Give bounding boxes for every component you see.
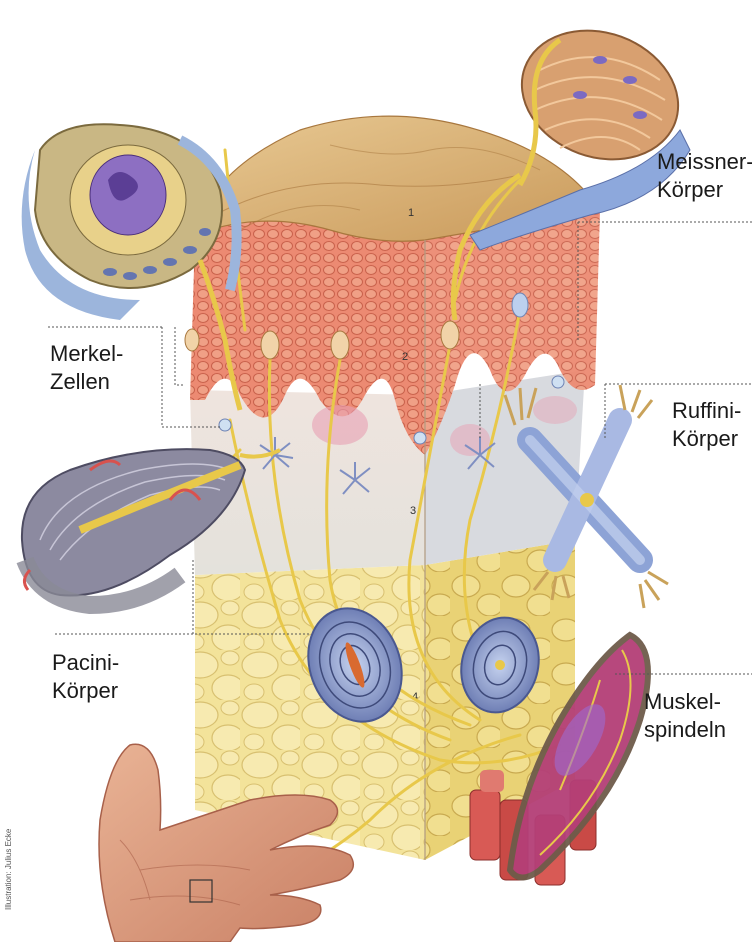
layer-number-2: 2	[402, 351, 408, 363]
label-muskel-line1: Muskel-	[644, 688, 726, 716]
label-pacini: Pacini- Körper	[52, 649, 119, 705]
label-ruffini-line2: Körper	[672, 425, 741, 453]
layer-number-3: 3	[410, 505, 416, 517]
label-ruffini: Ruffini- Körper	[672, 397, 741, 453]
label-pacini-line1: Pacini-	[52, 649, 119, 677]
label-muskel-line2: spindeln	[644, 716, 726, 744]
label-ruffini-line1: Ruffini-	[672, 397, 741, 425]
label-pacini-line2: Körper	[52, 677, 119, 705]
layer-number-1: 1	[408, 207, 414, 219]
label-meissner-line1: Meissner-	[657, 148, 752, 176]
label-meissner-line2: Körper	[657, 176, 752, 204]
label-merkel-line2: Zellen	[50, 368, 123, 396]
illustration-credit: Illustration: Julius Ecke	[4, 829, 13, 910]
label-merkel-line1: Merkel-	[50, 340, 123, 368]
label-meissner: Meissner- Körper	[657, 148, 752, 204]
label-merkel: Merkel- Zellen	[50, 340, 123, 396]
label-muskelspindeln: Muskel- spindeln	[644, 688, 726, 744]
